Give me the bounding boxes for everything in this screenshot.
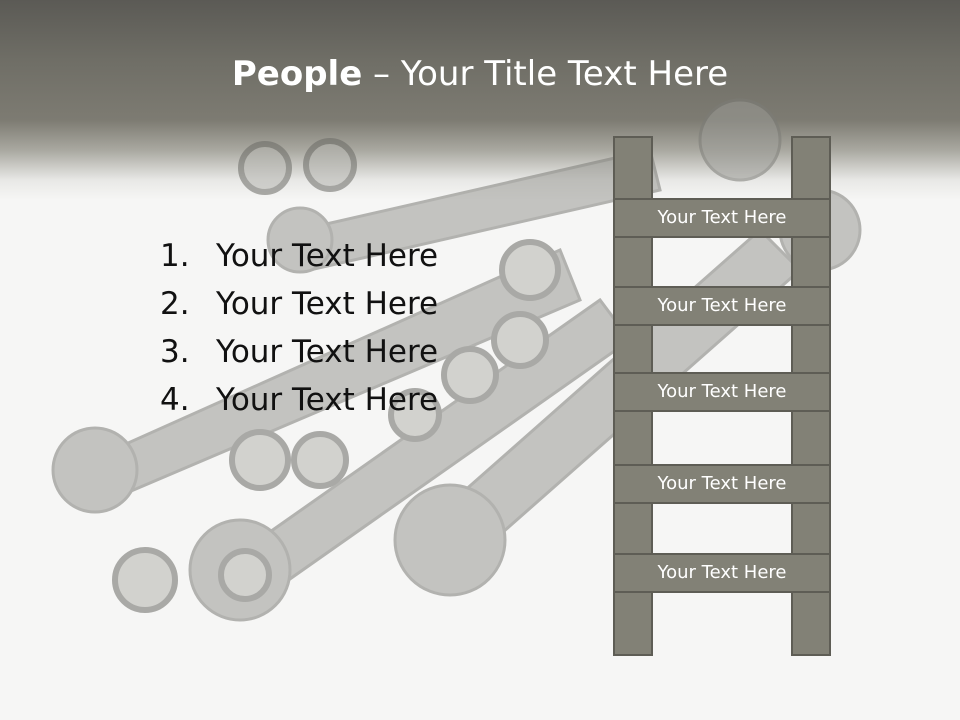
list-item-text: Your Text Here	[216, 286, 439, 322]
list-item-number: 3.	[160, 334, 190, 370]
ladder-rung-5[interactable]: Your Text Here	[613, 553, 831, 593]
list-item-text: Your Text Here	[216, 382, 439, 418]
list-item: 1. Your Text Here	[160, 232, 438, 280]
slide-title: People – Your Title Text Here	[0, 52, 960, 96]
ladder-rung-4[interactable]: Your Text Here	[613, 464, 831, 504]
title-rest-part: – Your Title Text Here	[362, 54, 729, 94]
list-item: 2. Your Text Here	[160, 280, 438, 328]
ladder-rung-1[interactable]: Your Text Here	[613, 198, 831, 238]
list-item-number: 1.	[160, 238, 190, 274]
list-item-number: 4.	[160, 382, 190, 418]
list-item: 3. Your Text Here	[160, 328, 438, 376]
ladder-rung-3[interactable]: Your Text Here	[613, 372, 831, 412]
list-item-number: 2.	[160, 286, 190, 322]
list-item-text: Your Text Here	[216, 334, 439, 370]
ladder-rung-2[interactable]: Your Text Here	[613, 286, 831, 326]
numbered-list: 1. Your Text Here 2. Your Text Here 3. Your…	[160, 232, 438, 424]
title-bold-part: People	[231, 54, 363, 94]
list-item-text: Your Text Here	[216, 238, 439, 274]
list-item: 4. Your Text Here	[160, 376, 438, 424]
